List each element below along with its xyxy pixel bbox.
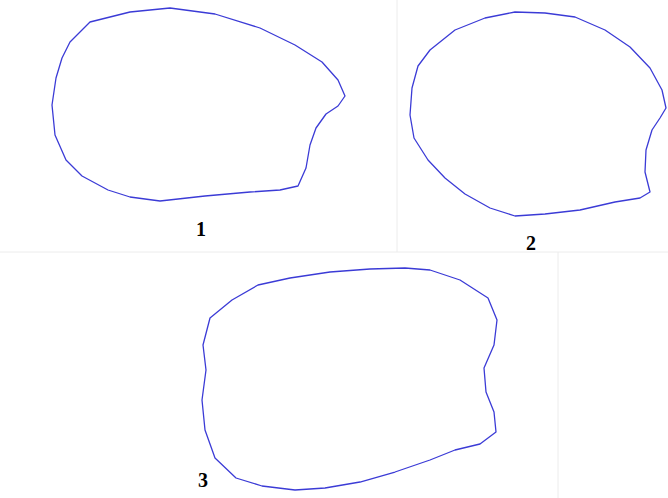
seed-outline: [202, 268, 497, 490]
panel-divider: [558, 252, 559, 498]
seed-outline: [410, 12, 666, 216]
panel-number: 2: [526, 233, 536, 253]
seed-outline: [52, 8, 345, 201]
panel-number: 1: [196, 219, 206, 239]
panel-number: 3: [198, 470, 208, 490]
panel-divider: [397, 0, 398, 252]
panel-divider: [0, 252, 668, 253]
